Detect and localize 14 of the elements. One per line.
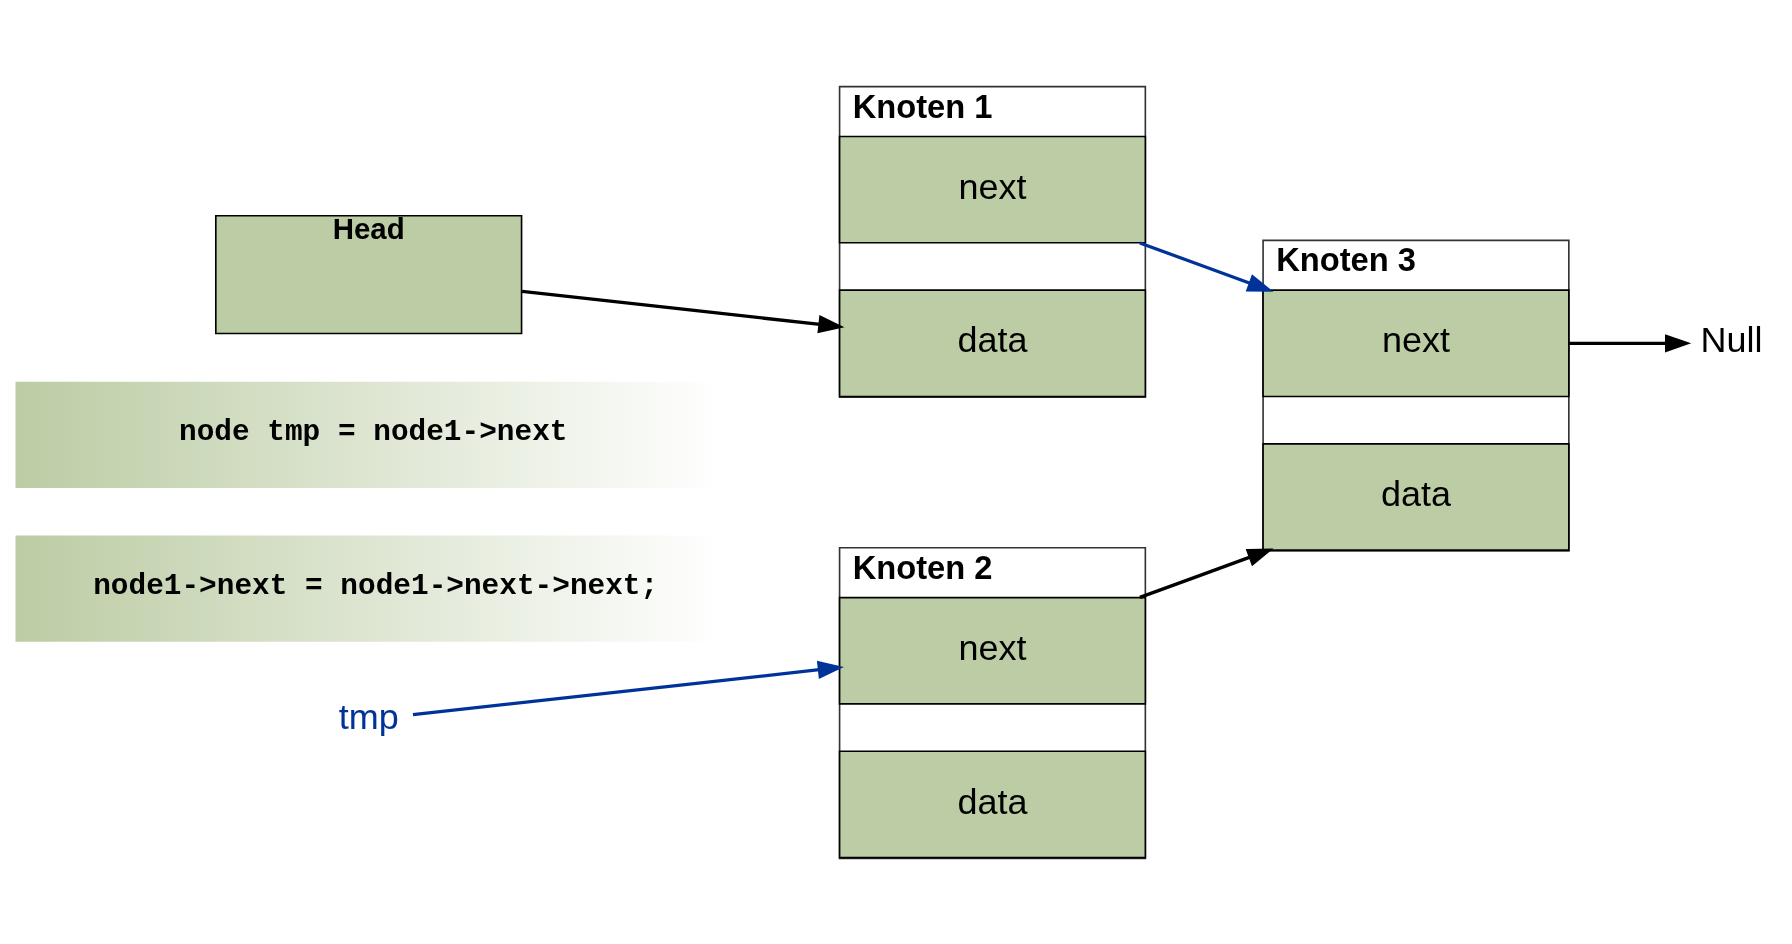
node-text: Null	[1700, 318, 1763, 360]
node-text: tmp	[338, 695, 399, 737]
node-box: data	[838, 288, 1147, 397]
node-box: next	[1262, 288, 1570, 397]
node-box: data	[838, 749, 1147, 858]
node-box: next	[838, 596, 1147, 705]
node-box: data	[1262, 442, 1570, 551]
arrow	[1139, 240, 1274, 292]
arrow	[412, 660, 844, 716]
node-box: Head	[215, 214, 523, 334]
arrow	[1569, 333, 1692, 352]
arrow	[521, 289, 845, 333]
node-box: next	[838, 135, 1147, 244]
arrow	[1139, 548, 1274, 599]
